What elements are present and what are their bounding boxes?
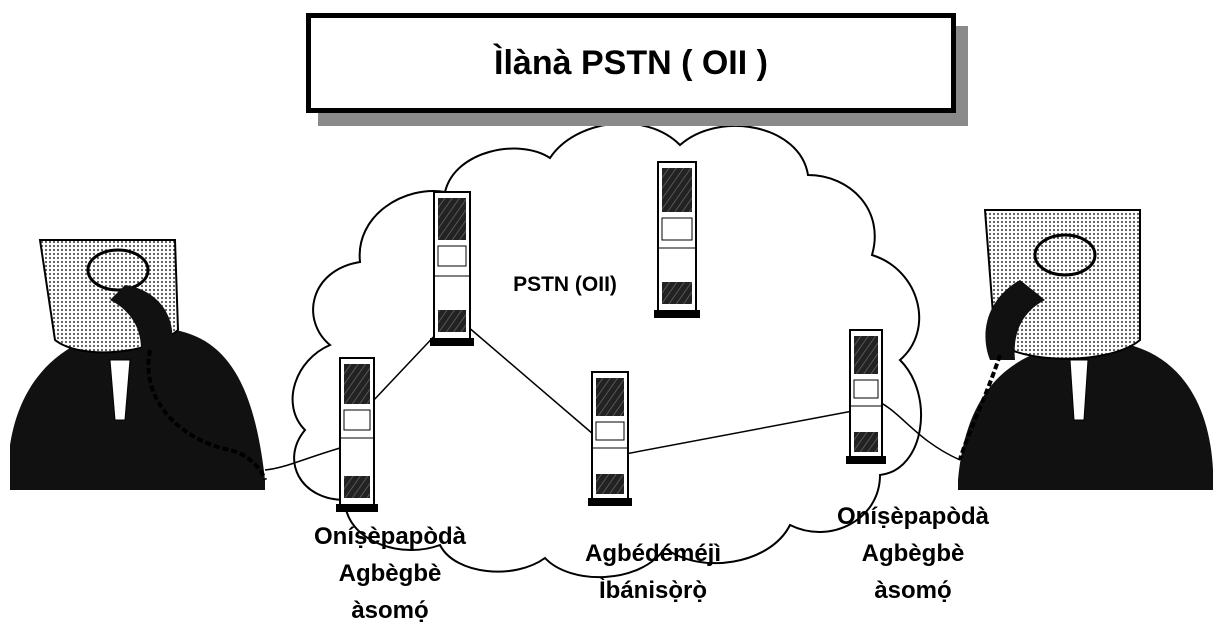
exchange-tower-top bbox=[430, 191, 474, 346]
label-left-exchange-line1: Oníṣèpapòdà bbox=[313, 523, 467, 550]
exchange-tower-center-top bbox=[654, 161, 700, 318]
label-left-exchange: Oníṣèpapòdà Agbègbè àsomọ́ bbox=[275, 518, 505, 629]
caller-right bbox=[958, 209, 1213, 490]
exchange-tower-right bbox=[846, 329, 886, 464]
label-middle-exchange-line1: Agbédéméjì bbox=[584, 540, 722, 567]
label-left-exchange-line3: àsomọ́ bbox=[351, 597, 429, 624]
link-mid-right bbox=[619, 409, 859, 456]
cloud-label: PSTN (OII) bbox=[513, 273, 617, 296]
label-middle-exchange: Agbédéméjì Ìbánisọ̀rọ̀ bbox=[553, 535, 753, 609]
label-middle-exchange-line2: Ìbánisọ̀rọ̀ bbox=[598, 577, 707, 604]
label-right-exchange-line2: Agbègbè bbox=[861, 540, 965, 567]
label-right-exchange-line3: àsomọ́ bbox=[874, 577, 952, 604]
label-right-exchange: Oníṣèpapòdà Agbègbè àsomọ́ bbox=[798, 498, 1028, 609]
exchange-tower-left bbox=[336, 357, 378, 512]
label-right-exchange-line1: Oníṣèpapòdà bbox=[836, 503, 990, 530]
connection-lines bbox=[264, 319, 961, 471]
link-top-mid bbox=[459, 319, 601, 441]
caller-left bbox=[10, 239, 267, 490]
diagram-title: Ìlànà PSTN ( OII ) bbox=[306, 13, 956, 113]
link-leftphone-exchange bbox=[264, 447, 341, 471]
label-left-exchange-line2: Agbègbè bbox=[338, 560, 442, 587]
exchange-tower-middle bbox=[588, 371, 632, 506]
exchange-towers bbox=[336, 161, 886, 512]
